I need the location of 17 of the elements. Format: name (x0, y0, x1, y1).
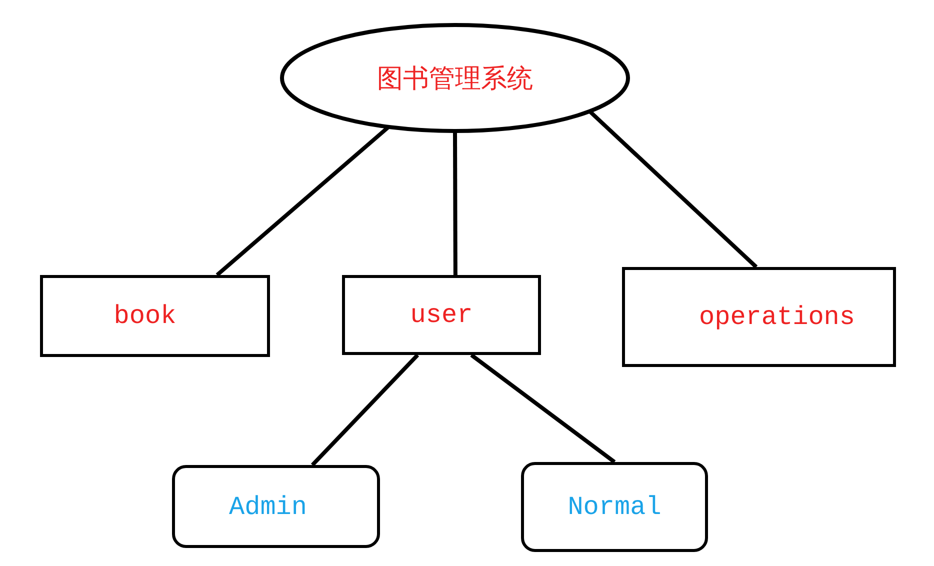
connector-line (453, 131, 458, 275)
node-label: Normal (568, 492, 662, 522)
system-ellipse (280, 23, 630, 133)
role-box (172, 465, 380, 548)
node-label: 图书管理系统 (377, 62, 533, 96)
module-box (622, 267, 896, 367)
node-label: operations (698, 302, 856, 332)
role-box (521, 462, 708, 552)
connector-line (470, 353, 616, 464)
module-box (342, 275, 541, 355)
module-box (40, 275, 270, 357)
node-label: user (410, 300, 473, 330)
node-label: Admin (228, 492, 307, 522)
connector-line (216, 126, 390, 277)
node-label: book (114, 301, 176, 331)
connector-line (310, 354, 420, 466)
connector-line (588, 110, 758, 268)
